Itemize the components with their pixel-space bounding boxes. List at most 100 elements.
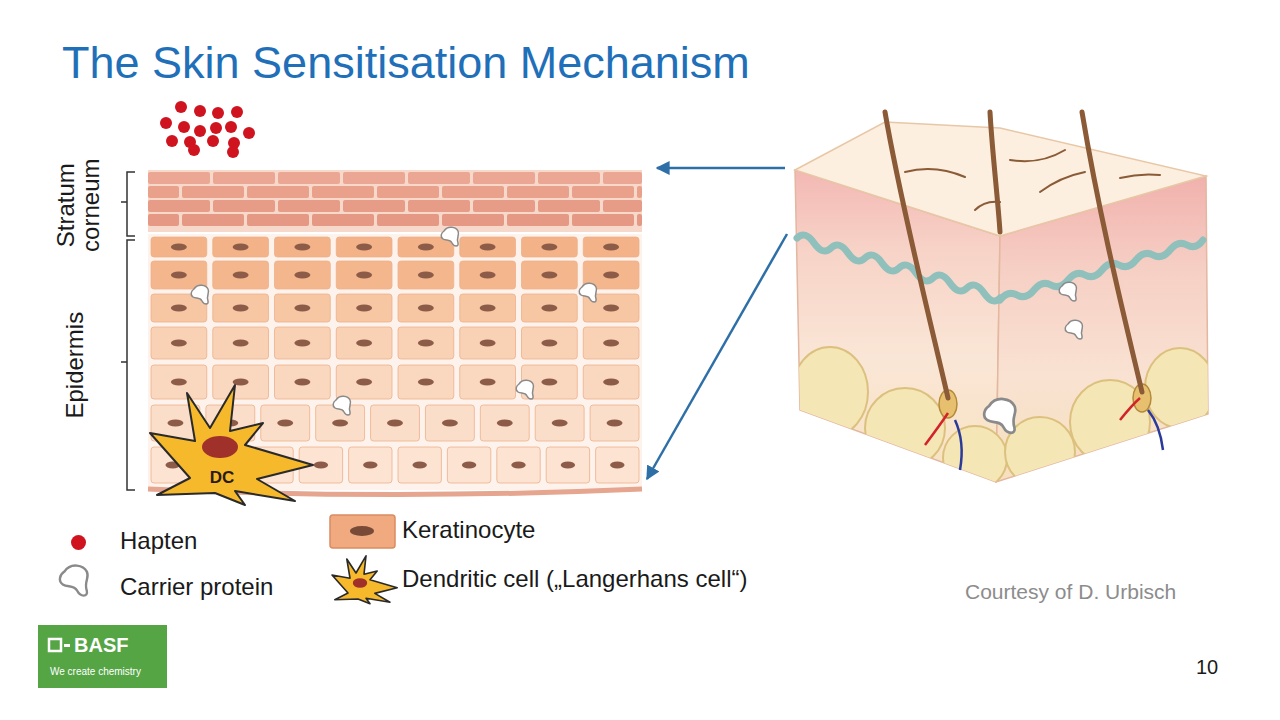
keratinocyte-cell — [336, 237, 392, 257]
hapten-dot — [178, 121, 190, 133]
keratinocyte-cell — [316, 405, 365, 441]
keratinocyte-nucleus — [541, 340, 557, 347]
keratinocyte-nucleus — [442, 420, 458, 427]
carrier-protein — [984, 399, 1015, 433]
hapten-dot — [212, 107, 224, 119]
keratinocyte-nucleus — [561, 462, 575, 469]
hapten-dot — [194, 105, 206, 117]
blood-vessel — [1120, 398, 1140, 420]
wrinkle — [1040, 172, 1085, 192]
keratinocyte-cell — [213, 365, 269, 399]
hapten-dot — [207, 135, 219, 147]
hapten-dot — [231, 106, 243, 118]
keratinocyte-nucleus — [480, 379, 496, 386]
keratinocyte-cell — [596, 447, 639, 483]
wrinkle — [905, 169, 965, 177]
keratinocyte-nucleus — [171, 340, 187, 347]
keratinocyte-cell — [460, 294, 516, 322]
keratinocyte-nucleus — [314, 462, 328, 469]
carrier-protein — [1059, 282, 1076, 301]
keratinocyte-nucleus — [363, 462, 377, 469]
layer-label: Stratum corneum — [53, 150, 103, 260]
corneocyte — [473, 172, 535, 184]
keratinocyte-cell — [151, 327, 207, 359]
corneocyte — [278, 172, 340, 184]
keratinocyte-nucleus — [552, 420, 568, 427]
corneocyte — [247, 186, 309, 198]
corneocyte — [148, 214, 179, 226]
corneocyte — [442, 214, 504, 226]
corneocyte — [538, 200, 600, 212]
carrier-protein — [441, 227, 458, 246]
keratinocyte-nucleus — [603, 272, 619, 279]
blood-vessel — [925, 413, 948, 445]
keratinocyte-cell — [151, 237, 207, 257]
wrinkle — [1120, 174, 1160, 178]
keratinocyte-cell — [460, 327, 516, 359]
keratinocyte-cell — [480, 405, 529, 441]
legend-dendritic-icon — [332, 556, 397, 604]
keratinocyte-cell — [349, 447, 392, 483]
credit-note: Courtesy of D. Urbisch — [965, 580, 1176, 603]
carrier-protein — [516, 380, 533, 399]
keratinocyte-cell — [460, 237, 516, 257]
corneocyte — [637, 186, 642, 198]
skin-block-illustration — [792, 112, 1215, 490]
dendritic-star — [150, 385, 313, 505]
corneocyte — [148, 172, 210, 184]
corneocyte — [182, 186, 244, 198]
corneocyte — [343, 172, 405, 184]
keratinocyte-cell — [535, 405, 584, 441]
keratinocyte-cell — [460, 365, 516, 399]
keratinocyte-nucleus — [277, 420, 293, 427]
corneocyte — [603, 172, 642, 184]
keratinocyte-nucleus — [603, 340, 619, 347]
corneocyte — [572, 186, 634, 198]
corneocyte — [408, 172, 470, 184]
keratinocyte-nucleus — [294, 340, 310, 347]
keratinocyte-nucleus — [610, 462, 624, 469]
keratinocyte-nucleus — [418, 244, 434, 251]
corneocyte — [603, 200, 642, 212]
carrier-protein — [60, 566, 88, 596]
keratinocyte-cell — [398, 327, 454, 359]
keratinocyte-cell — [213, 294, 269, 322]
skin-wrinkles — [905, 150, 1160, 210]
cell-layers — [148, 172, 642, 483]
blood-vessel — [1148, 410, 1163, 450]
legend-swatch — [71, 535, 86, 550]
bracket — [121, 172, 135, 236]
dendritic-cell-shape — [145, 383, 315, 508]
keratinocyte-nucleus — [418, 305, 434, 312]
corneocyte — [507, 186, 569, 198]
corneocyte — [312, 214, 374, 226]
keratinocyte-cell — [522, 237, 578, 257]
corneocyte — [148, 200, 210, 212]
keratinocyte-cell — [398, 261, 454, 289]
keratinocyte-nucleus — [480, 272, 496, 279]
fat-lobule — [1145, 348, 1215, 428]
keratinocyte-nucleus — [387, 420, 403, 427]
keratinocyte-cell — [522, 327, 578, 359]
keratinocyte-nucleus — [418, 340, 434, 347]
hair — [885, 112, 948, 398]
fat-lobules — [792, 347, 1215, 490]
keratinocyte-nucleus — [356, 340, 372, 347]
keratinocyte-cell — [522, 261, 578, 289]
keratinocyte-nucleus — [171, 244, 187, 251]
carrier-protein-large — [984, 399, 1015, 433]
keratinocyte-nucleus — [167, 420, 183, 427]
keratinocyte-nucleus — [511, 462, 525, 469]
keratinocyte-cell — [447, 447, 490, 483]
hapten-dot — [227, 146, 239, 158]
fat-lobule — [792, 347, 868, 437]
dendritic-cell: DC — [145, 383, 315, 508]
corneocyte — [247, 214, 309, 226]
zoom-arrow — [657, 167, 785, 170]
dendritic-nucleus — [353, 578, 367, 588]
keratinocyte-cell — [497, 447, 540, 483]
logo-ground — [38, 625, 167, 688]
hapten-dot — [194, 125, 206, 137]
keratinocyte-nucleus — [541, 244, 557, 251]
keratinocyte-nucleus — [462, 462, 476, 469]
